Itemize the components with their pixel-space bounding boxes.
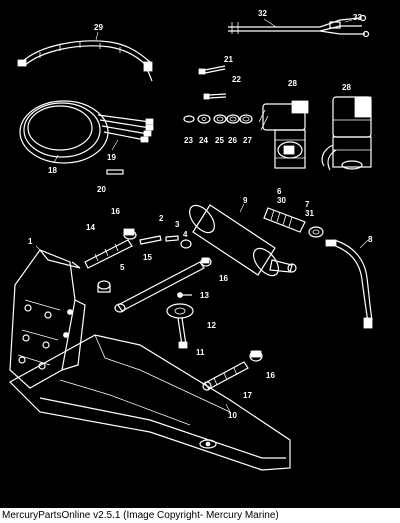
- callout-1: 1: [28, 237, 33, 246]
- part-20-fuse[interactable]: [106, 169, 124, 175]
- callout-2: 2: [159, 214, 164, 223]
- callout-25: 25: [215, 136, 224, 145]
- part-28-pump-motor-front[interactable]: [258, 100, 309, 169]
- copyright-caption: MercuryPartsOnline v2.5.1 (Image Copyrig…: [0, 508, 400, 523]
- callout-4: 4: [183, 230, 188, 239]
- callout-22: 22: [232, 75, 241, 84]
- callout-23: 23: [184, 136, 193, 145]
- part-31-nut[interactable]: [308, 226, 324, 238]
- part-22-screw[interactable]: [203, 93, 227, 100]
- exploded-parts-diagram: 29 32 33 21 22 23: [9, 9, 373, 471]
- part-9-tilt-cylinder[interactable]: [185, 201, 297, 280]
- callout-9: 9: [243, 196, 248, 205]
- part-16-cap-lower[interactable]: [249, 350, 263, 362]
- part-4-washer[interactable]: [180, 239, 192, 249]
- callout-14: 14: [86, 223, 95, 232]
- callout-32: 32: [258, 9, 267, 18]
- callout-10: 10: [228, 411, 237, 420]
- part-23-washer[interactable]: [183, 115, 195, 123]
- callout-18: 18: [48, 166, 57, 175]
- part-8-hydraulic-hose[interactable]: [325, 239, 373, 329]
- part-32-wire-harness[interactable]: [228, 14, 370, 38]
- callout-3: 3: [175, 220, 180, 229]
- part-16-cap-middle[interactable]: [200, 257, 212, 267]
- part-11-bolt[interactable]: [177, 317, 188, 349]
- part-12-anode-plate[interactable]: [166, 303, 194, 319]
- callout-6: 6: [277, 187, 282, 196]
- callout-19: 19: [107, 153, 116, 162]
- callout-12: 12: [207, 321, 216, 330]
- part-18-wire-leads[interactable]: [19, 100, 154, 164]
- part-16-cap-upper[interactable]: [123, 228, 137, 240]
- callout-29: 29: [94, 23, 103, 32]
- callout-28-side: 28: [342, 83, 351, 92]
- part-15-shaft[interactable]: [114, 261, 205, 313]
- part-26-nut[interactable]: [226, 114, 240, 124]
- part-29-hose[interactable]: [17, 40, 153, 82]
- callout-20: 20: [97, 185, 106, 194]
- part-17-pivot-pin-lower[interactable]: [202, 361, 249, 391]
- part-14-pivot-pin[interactable]: [84, 239, 133, 269]
- part-30-rod[interactable]: [263, 207, 306, 233]
- part-21-bolt[interactable]: [198, 65, 226, 75]
- part-1-transom-bracket[interactable]: [9, 249, 86, 389]
- part-2-pin[interactable]: [139, 235, 162, 245]
- callout-16-upper: 16: [111, 207, 120, 216]
- callout-21: 21: [224, 55, 233, 64]
- callout-8: 8: [368, 235, 373, 244]
- callout-17: 17: [243, 391, 252, 400]
- callout-33: 33: [353, 13, 362, 22]
- callout-15: 15: [143, 253, 152, 262]
- callout-28-front: 28: [288, 79, 297, 88]
- part-24-washer[interactable]: [197, 114, 211, 124]
- callout-30: 30: [277, 196, 286, 205]
- callout-26: 26: [228, 136, 237, 145]
- part-10-base-plate[interactable]: [9, 334, 291, 471]
- callout-31: 31: [305, 209, 314, 218]
- callout-16-lower: 16: [266, 371, 275, 380]
- part-27-washer[interactable]: [239, 114, 253, 124]
- part-25-nut[interactable]: [213, 114, 227, 124]
- callout-13: 13: [200, 291, 209, 300]
- callout-16-middle: 16: [219, 274, 228, 283]
- part-3-pin[interactable]: [165, 235, 179, 242]
- callout-27: 27: [243, 136, 252, 145]
- part-28-pump-motor-side[interactable]: [321, 96, 372, 171]
- callout-7: 7: [305, 200, 310, 209]
- part-13-screw[interactable]: [177, 292, 193, 298]
- callout-24: 24: [199, 136, 208, 145]
- callout-5: 5: [120, 263, 125, 272]
- callout-11: 11: [196, 348, 205, 357]
- part-5-bushing[interactable]: [97, 280, 111, 293]
